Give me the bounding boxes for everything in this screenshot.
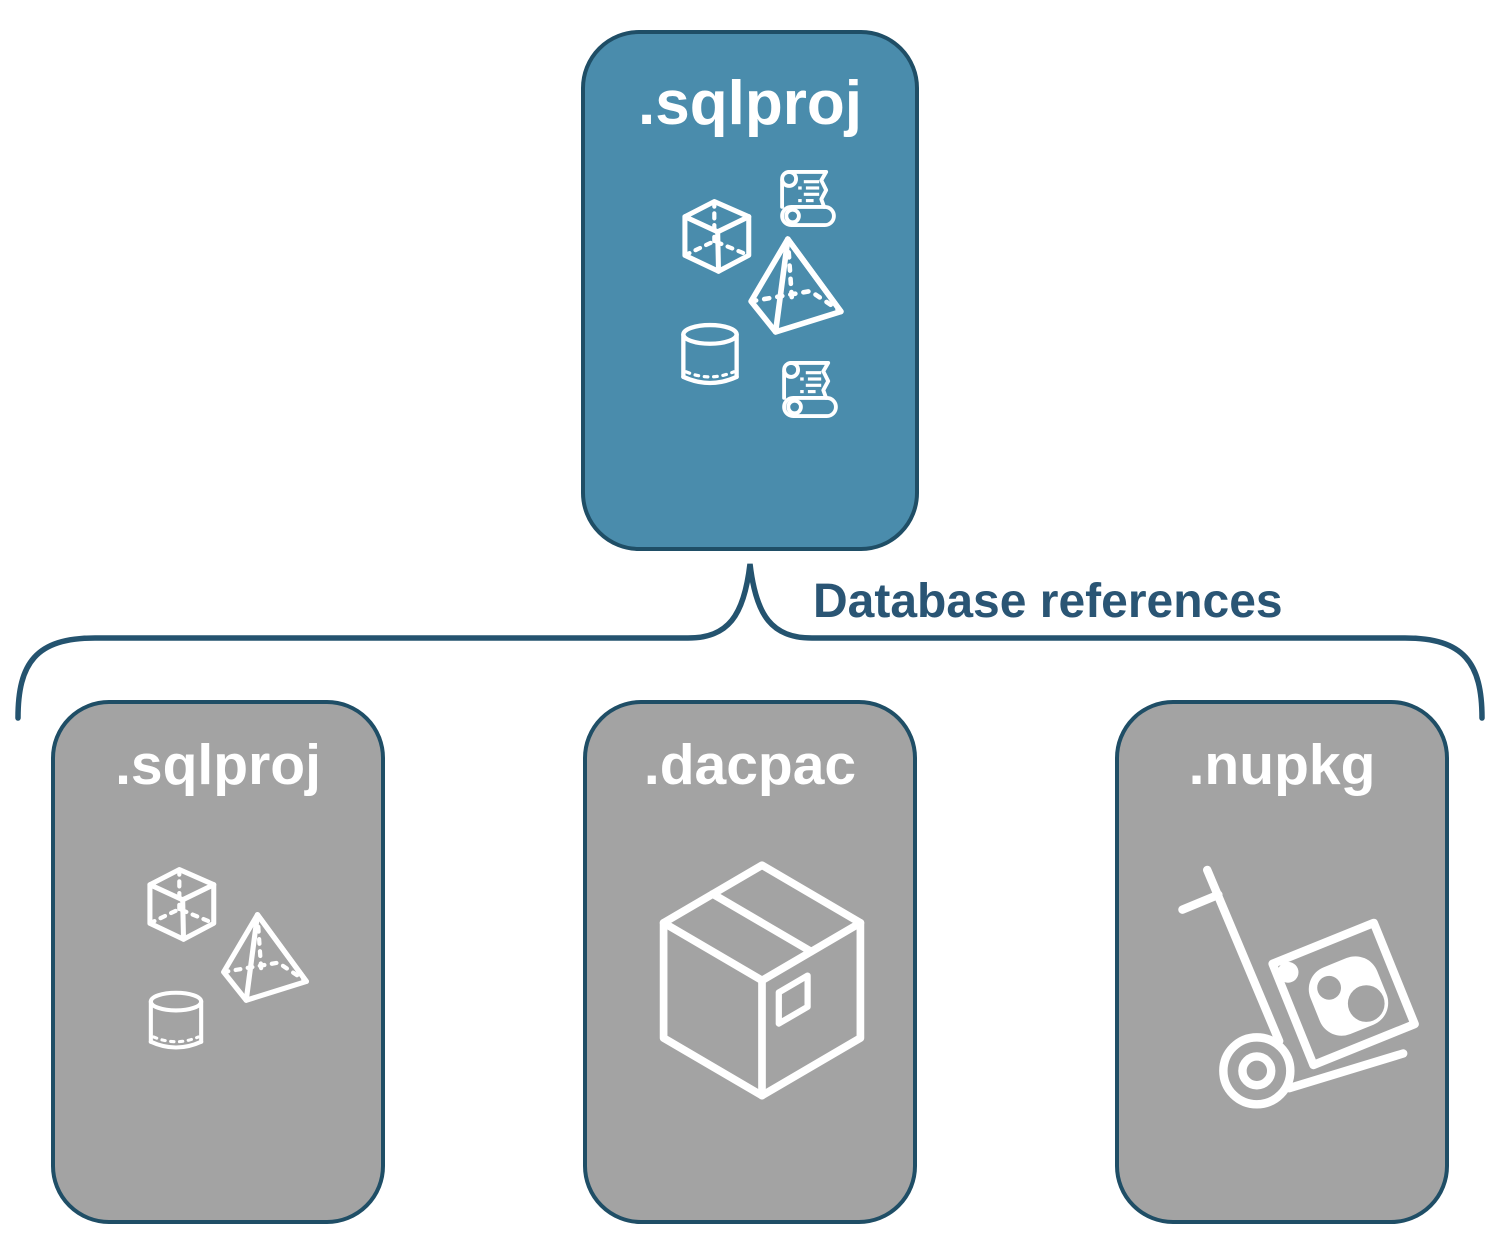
cube-icon [139, 860, 223, 948]
pyramid-icon [213, 910, 317, 1004]
pyramid-icon [738, 234, 854, 336]
scroll-icon [766, 167, 850, 237]
cylinder-icon [674, 312, 746, 400]
child-node-label: .sqlproj [115, 733, 321, 797]
node-child-dacpac: .dacpac [583, 700, 917, 1224]
node-child-sqlproj: .sqlproj [51, 700, 385, 1224]
hand-truck-nuget-icon [1175, 860, 1423, 1118]
child-node-label: .nupkg [1188, 733, 1376, 797]
node-root-sqlproj: .sqlproj [581, 30, 919, 551]
connector-label: Database references [813, 575, 1283, 628]
package-box-icon [642, 838, 882, 1118]
child-node-label: .dacpac [643, 733, 857, 797]
root-node-label: .sqlproj [638, 69, 862, 138]
scroll-icon [768, 358, 852, 428]
node-child-nupkg: .nupkg [1115, 700, 1449, 1224]
cylinder-icon [142, 980, 210, 1064]
